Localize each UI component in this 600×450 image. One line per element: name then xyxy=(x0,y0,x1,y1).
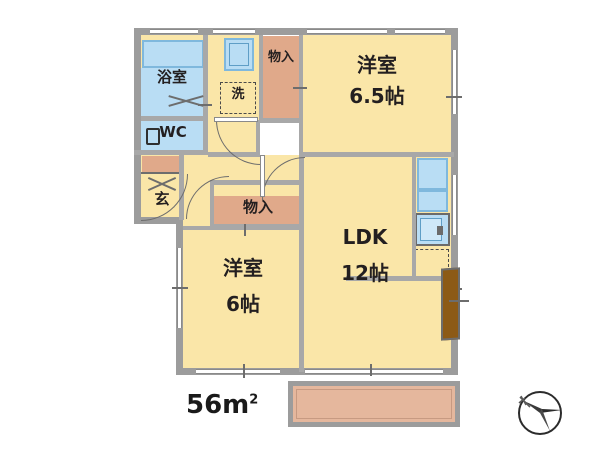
kitchen-unit-2 xyxy=(417,190,448,212)
refrigerator-space xyxy=(415,249,449,277)
wall-kitchen-left xyxy=(412,155,416,280)
door-leaf-hall-1 xyxy=(214,117,258,122)
kitchen-unit-1 xyxy=(417,158,448,190)
balcony-floor xyxy=(293,386,455,422)
label-closet-top: 物入 xyxy=(267,50,294,65)
tick-mark-6 xyxy=(243,364,245,378)
window-top-1 xyxy=(150,29,198,34)
wall-bedroom2-top xyxy=(183,226,303,230)
window-right-bedroom1 xyxy=(452,50,457,114)
tick-mark-5 xyxy=(172,287,188,289)
wall-bedroom2-right xyxy=(299,157,304,372)
total-area-label: 56m2 xyxy=(186,390,306,420)
wall-top-outer xyxy=(134,28,458,35)
tick-mark-7 xyxy=(244,224,246,236)
wall-closet-top-right xyxy=(299,35,303,120)
label-washer: 洗 xyxy=(231,87,245,102)
front-door-handle xyxy=(449,300,469,302)
label-entrance: 玄 xyxy=(154,190,170,208)
compass-svg xyxy=(518,391,562,435)
toilet-floor xyxy=(141,121,205,152)
wall-bathroom-bottom xyxy=(141,116,208,121)
washer-space xyxy=(220,82,256,114)
label-western-room-2: 洋室 xyxy=(223,256,263,280)
wall-wc-right xyxy=(203,121,208,152)
window-top-2 xyxy=(213,29,255,34)
label-ldk: LDK xyxy=(342,225,388,249)
label-western-room-1: 洋室 xyxy=(357,53,397,77)
tick-mark-8 xyxy=(370,364,372,376)
window-right-ldk xyxy=(452,175,457,235)
wall-closet-top-bottom xyxy=(259,118,303,123)
wall-entrance-bottom xyxy=(134,217,182,224)
wall-closet-top-left xyxy=(259,35,263,120)
wall-bathroom-right xyxy=(203,35,208,118)
western-room-1-floor xyxy=(303,35,451,155)
bathroom-floor xyxy=(141,68,205,118)
label-closet-mid: 物入 xyxy=(242,198,273,216)
wall-kitchen-counter xyxy=(346,276,452,281)
kitchen-faucet xyxy=(437,226,443,235)
label-toilet: WC xyxy=(159,123,187,141)
label-western-room-1-size: 6.5帖 xyxy=(349,84,405,108)
window-top-3 xyxy=(307,29,387,34)
window-top-4 xyxy=(395,29,445,34)
bath-tub xyxy=(142,40,204,68)
wall-bedroom1-bottom xyxy=(299,152,454,157)
window-bottom-ldk xyxy=(305,369,443,374)
wall-between-hall-bedroom1 xyxy=(299,123,303,159)
toilet-bowl-icon xyxy=(146,128,160,145)
washroom-window-inner xyxy=(229,43,249,66)
label-ldk-size: 12帖 xyxy=(341,261,389,285)
tick-mark-3 xyxy=(446,96,462,98)
wall-left-upper xyxy=(134,28,141,158)
front-door xyxy=(441,267,460,341)
balcony-inner-line xyxy=(296,389,452,419)
total-area-value: 56m xyxy=(186,390,250,420)
label-western-room-2-size: 6帖 xyxy=(226,292,260,316)
shoe-cabinet xyxy=(142,156,182,172)
total-area-unit-sup: 2 xyxy=(249,392,259,408)
tick-mark-1 xyxy=(198,104,212,106)
wall-right-lower xyxy=(451,155,458,375)
wall-entrance-left xyxy=(134,152,141,224)
window-bottom-bedroom2 xyxy=(196,369,280,374)
wall-closet-mid-top xyxy=(210,180,303,185)
wall-wc-bottom xyxy=(134,150,208,155)
tick-mark-2 xyxy=(293,87,307,89)
door-leaf-bedroom1 xyxy=(260,155,265,197)
label-bathroom: 浴室 xyxy=(156,68,187,86)
shoe-cabinet-line xyxy=(141,172,183,174)
closet-top-fill xyxy=(262,36,300,119)
compass-rose xyxy=(512,385,568,441)
